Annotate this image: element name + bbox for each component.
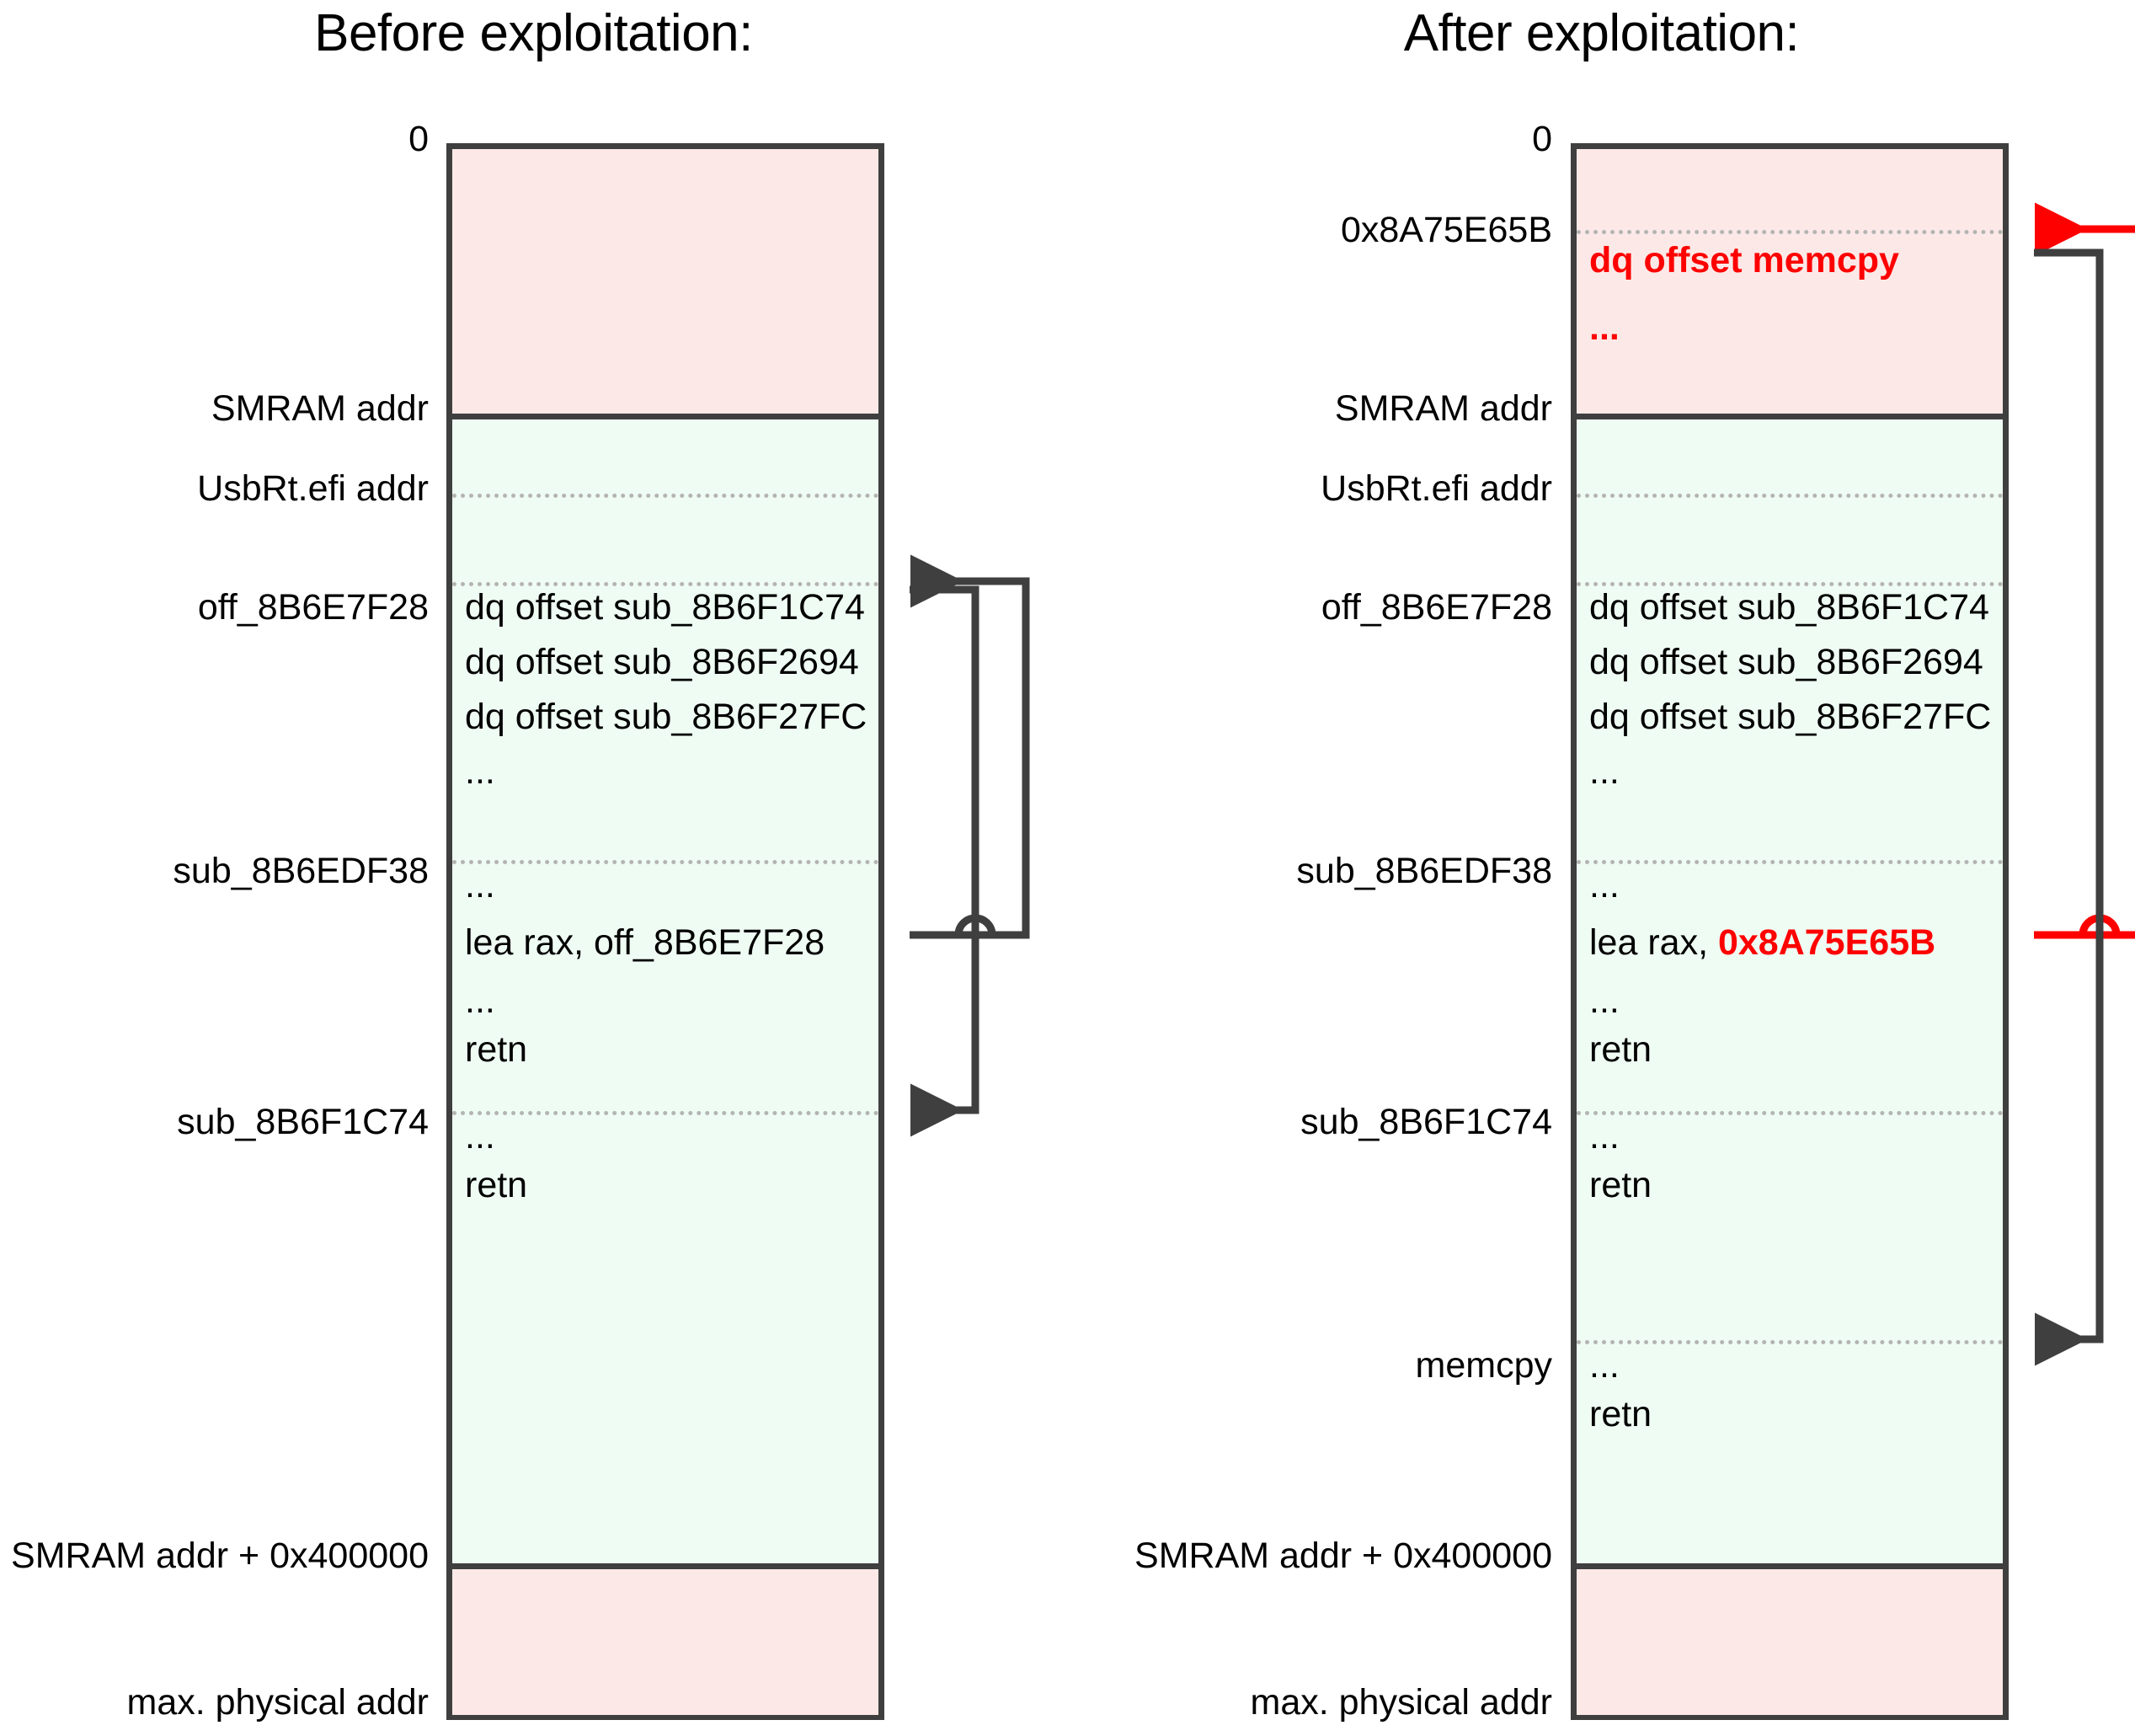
label-smram-plus-0x400000: SMRAM addr + 0x400000: [1134, 1536, 1552, 1576]
boundary-off-8b6e7f28-line: [452, 582, 878, 586]
boundary-smram-addr-line: [452, 414, 878, 419]
code-line-offtable-1: dq offset sub_8B6F2694: [1589, 642, 1983, 682]
code-line-sub8b6edf38-1: lea rax, off_8B6E7F28: [465, 922, 825, 963]
boundary-sub-8b6f1c74-line: [452, 1111, 878, 1115]
label-off-8b6e7f28: off_8B6E7F28: [1321, 587, 1552, 628]
code-line-sub8b6edf38-2: ...: [1589, 980, 1620, 1021]
code-line-sub8b6edf38-1-mnemonic: lea rax,: [1589, 922, 1718, 963]
code-line-offtable-2: dq offset sub_8B6F27FC: [465, 697, 867, 737]
code-line-offtable-2: dq offset sub_8B6F27FC: [1589, 697, 1992, 737]
boundary-usbrt-efi-addr-line: [1577, 494, 2003, 498]
label-smram-plus-0x400000: SMRAM addr + 0x400000: [11, 1536, 429, 1576]
label-sub-8b6edf38: sub_8B6EDF38: [173, 851, 429, 891]
label-smram-addr: SMRAM addr: [211, 388, 429, 429]
boundary-memcpy-line: [1577, 1340, 2003, 1344]
boundary-fake-table-addr-line: [1577, 230, 2003, 234]
code-line-offtable-0: dq offset sub_8B6F1C74: [1589, 587, 1989, 628]
memory-column-before: [446, 143, 884, 1720]
panel-after-exploitation: After exploitation: 0 0x8A75E65B SMRAM a…: [1068, 0, 2135, 1736]
band-smram: [452, 414, 878, 1563]
panel-before-exploitation: Before exploitation: 0 SMRAM addr UsbRt.…: [0, 0, 1067, 1736]
boundary-sub-8b6edf38-line: [452, 860, 878, 864]
code-line-faketable-0: dq offset memcpy: [1589, 240, 1899, 280]
boundary-sub-8b6f1c74-line: [1577, 1111, 2003, 1115]
code-line-memcpy-1: retn: [1589, 1394, 1652, 1434]
boundary-smram-addr-line: [1577, 414, 2003, 419]
boundary-usbrt-efi-addr-line: [452, 494, 878, 498]
panel-title-after: After exploitation:: [1403, 4, 1800, 62]
code-line-faketable-1: ...: [1589, 307, 1620, 348]
label-sub-8b6edf38: sub_8B6EDF38: [1296, 851, 1552, 891]
boundary-smram-plus-line: [452, 1563, 878, 1569]
code-line-sub8b6edf38-0: ...: [1589, 865, 1620, 905]
band-outside-smram-bottom: [1577, 1563, 2003, 1715]
code-line-offtable-0: dq offset sub_8B6F1C74: [465, 587, 865, 628]
memory-column-after: [1571, 143, 2009, 1720]
label-max-physical-addr: max. physical addr: [1250, 1682, 1553, 1723]
label-sub-8b6f1c74: sub_8B6F1C74: [177, 1102, 429, 1142]
code-line-sub8b6edf38-1-wrap: lea rax, 0x8A75E65B: [1589, 925, 1935, 961]
band-outside-smram-top: [1577, 149, 2003, 414]
code-line-offtable-1: dq offset sub_8B6F2694: [465, 642, 859, 682]
code-line-sub8b6f1c74-0: ...: [1589, 1116, 1620, 1156]
code-line-sub8b6f1c74-0: ...: [465, 1116, 495, 1156]
code-line-sub8b6edf38-3: retn: [465, 1029, 528, 1070]
code-line-offtable-3: ...: [465, 751, 495, 792]
label-zero: 0: [1532, 119, 1552, 159]
band-outside-smram-bottom: [452, 1563, 878, 1715]
code-line-sub8b6edf38-1-operand: 0x8A75E65B: [1717, 922, 1936, 963]
panel-title-before: Before exploitation:: [314, 4, 753, 62]
band-smram: [1577, 414, 2003, 1563]
label-usbrt-efi-addr: UsbRt.efi addr: [197, 468, 429, 509]
label-off-8b6e7f28: off_8B6E7F28: [197, 587, 429, 628]
band-outside-smram-top: [452, 149, 878, 414]
label-zero: 0: [408, 119, 429, 159]
code-line-offtable-3: ...: [1589, 751, 1620, 792]
boundary-off-8b6e7f28-line: [1577, 582, 2003, 586]
label-usbrt-efi-addr: UsbRt.efi addr: [1321, 468, 1552, 509]
label-memcpy: memcpy: [1415, 1345, 1552, 1386]
label-fake-table-addr: 0x8A75E65B: [1340, 210, 1552, 250]
code-line-sub8b6edf38-0: ...: [465, 865, 495, 905]
label-smram-addr: SMRAM addr: [1334, 388, 1552, 429]
code-line-sub8b6edf38-2: ...: [465, 980, 495, 1021]
code-line-sub8b6f1c74-1: retn: [1589, 1165, 1652, 1205]
code-line-sub8b6f1c74-1: retn: [465, 1165, 528, 1205]
boundary-smram-plus-line: [1577, 1563, 2003, 1569]
boundary-sub-8b6edf38-line: [1577, 860, 2003, 864]
label-max-physical-addr: max. physical addr: [126, 1682, 430, 1723]
code-line-memcpy-0: ...: [1589, 1345, 1620, 1386]
label-sub-8b6f1c74: sub_8B6F1C74: [1300, 1102, 1552, 1142]
code-line-sub8b6edf38-3: retn: [1589, 1029, 1652, 1070]
